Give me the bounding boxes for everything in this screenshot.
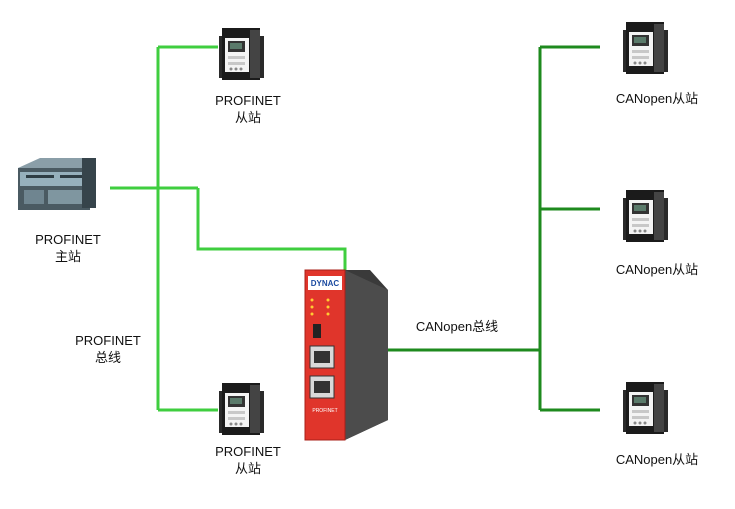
plc-master-device xyxy=(18,158,96,210)
canopen-slave-2-device xyxy=(623,190,668,242)
canopen-slave-1-device xyxy=(623,22,668,74)
gateway-brand: DYNAC xyxy=(311,279,340,288)
profinet-bus-lines xyxy=(110,45,347,412)
profinet-slave-top-device xyxy=(219,28,264,80)
pn-line-gateway xyxy=(196,188,347,270)
canopen-slave-2-label: CANopen从站 xyxy=(615,262,699,277)
profinet-slave-top-label: PROFINET 从站 xyxy=(215,93,281,125)
canopen-slave-3-device xyxy=(623,382,668,434)
profinet-slave-bottom-device xyxy=(219,383,264,435)
profinet-master-label: PROFINET 主站 xyxy=(35,232,101,264)
canopen-bus-lines xyxy=(388,45,600,412)
canopen-slave-3-label: CANopen从站 xyxy=(615,452,699,467)
gateway-model: PROFINET xyxy=(312,408,337,414)
gateway-device: DYNAC PROFINET xyxy=(304,269,388,441)
canopen-slave-1-label: CANopen从站 xyxy=(615,91,699,106)
profinet-slave-bottom-label: PROFINET 从站 xyxy=(215,444,281,476)
canopen-bus-label: CANopen总线 xyxy=(415,319,499,334)
profinet-bus-label: PROFINET 总线 xyxy=(75,333,141,365)
